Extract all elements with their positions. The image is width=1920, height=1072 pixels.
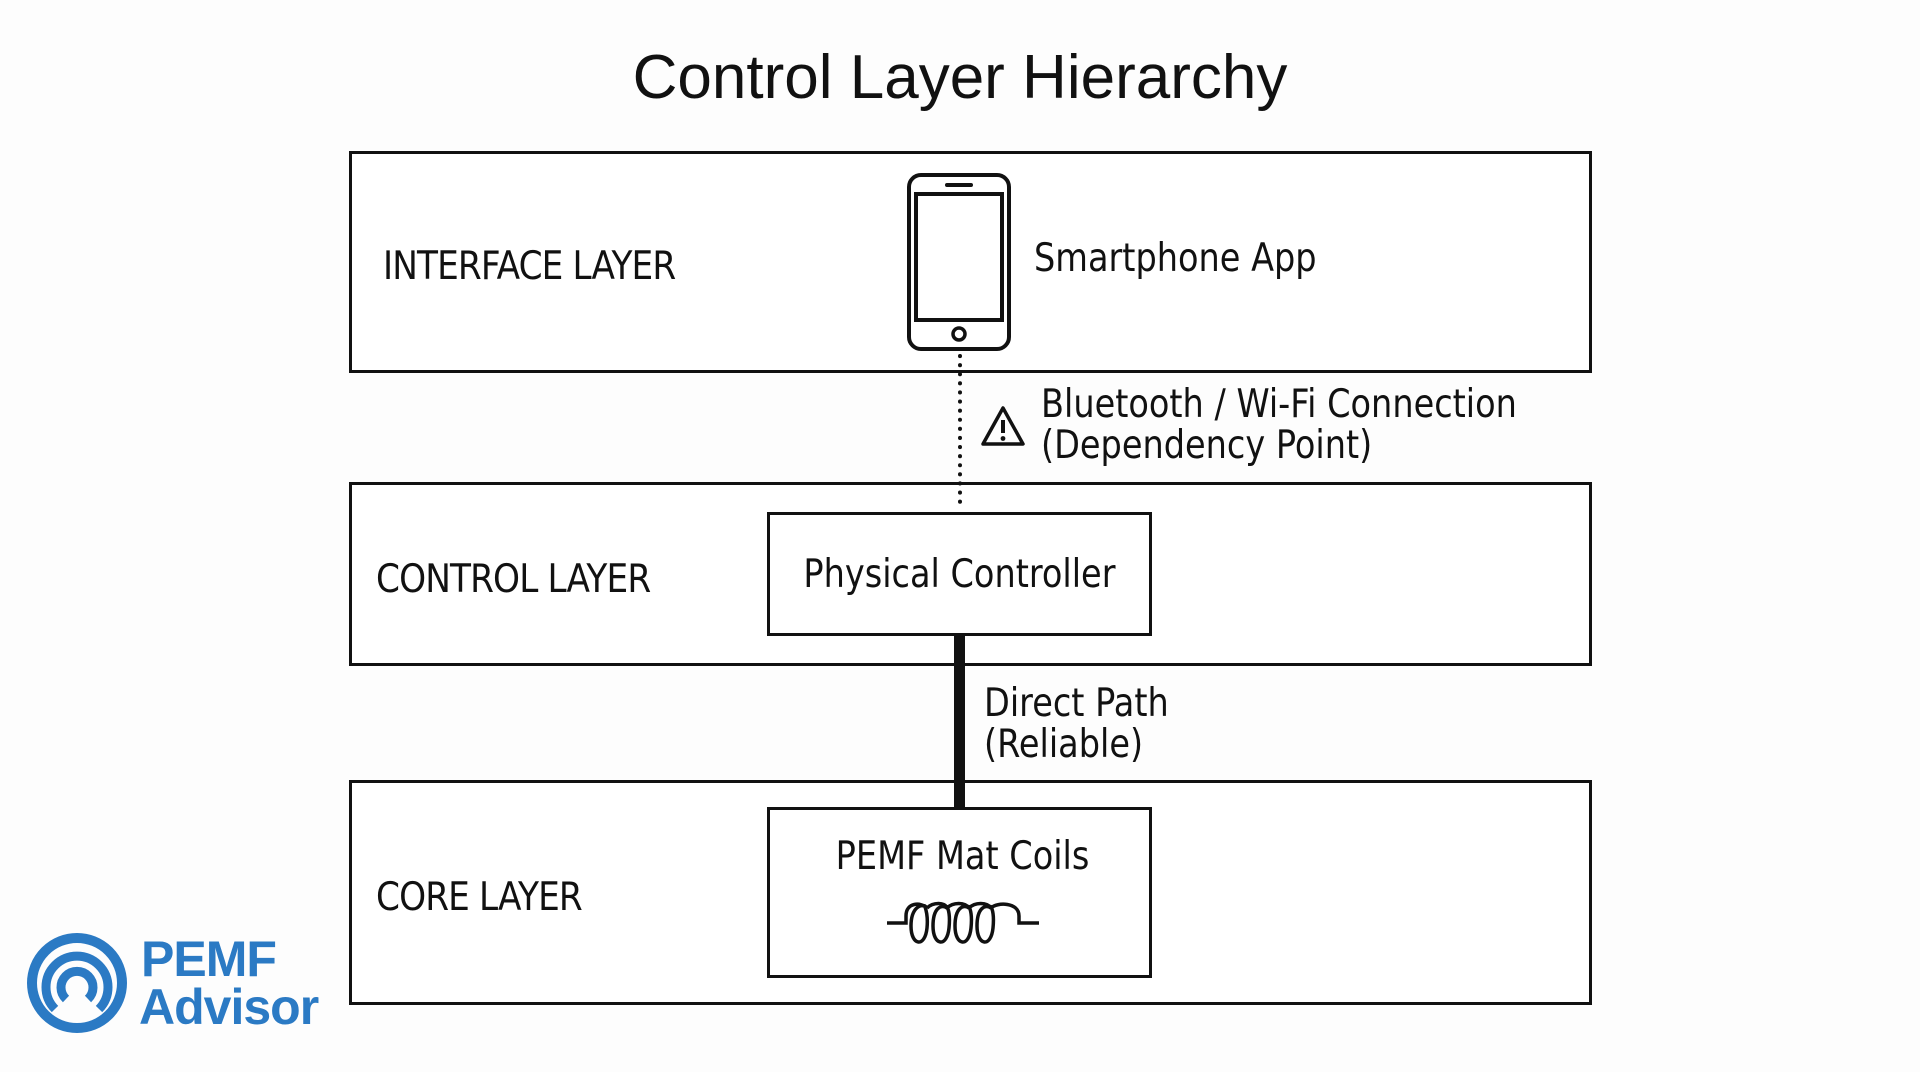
direct-path-line: [954, 636, 965, 809]
direct-path-line1: Direct Path: [984, 681, 1169, 726]
signal-waves-icon: [27, 933, 127, 1033]
diagram-title: Control Layer Hierarchy: [632, 43, 1288, 112]
direct-path-line2: (Reliable): [984, 722, 1144, 767]
smartphone-icon: [907, 173, 1011, 351]
wireless-connection-line1: Bluetooth / Wi-Fi Connection: [1041, 382, 1517, 427]
wireless-connection-label: Bluetooth / Wi-Fi Connection (Dependency…: [1041, 384, 1517, 466]
wireless-connection-line: [958, 354, 962, 512]
wireless-connection-line2: (Dependency Point): [1041, 423, 1373, 468]
control-layer-label: CONTROL LAYER: [376, 557, 651, 602]
physical-controller-label: Physical Controller: [803, 551, 1116, 597]
pemf-mat-coils-label: PEMF Mat Coils: [835, 834, 1090, 879]
warning-icon: [981, 406, 1025, 446]
logo-line2: Advisor: [139, 979, 319, 1035]
logo-line1: PEMF: [141, 931, 277, 987]
pemf-advisor-logo: PEMF Advisor: [26, 932, 326, 1037]
pemf-mat-coils-box: PEMF Mat Coils: [767, 807, 1152, 978]
smartphone-app-label: Smartphone App: [1034, 236, 1317, 281]
inductor-coil-icon: [887, 901, 1039, 944]
physical-controller-box: Physical Controller: [767, 512, 1152, 636]
interface-layer-label: INTERFACE LAYER: [383, 244, 676, 289]
direct-path-label: Direct Path (Reliable): [984, 683, 1169, 765]
core-layer-label: CORE LAYER: [376, 875, 583, 920]
